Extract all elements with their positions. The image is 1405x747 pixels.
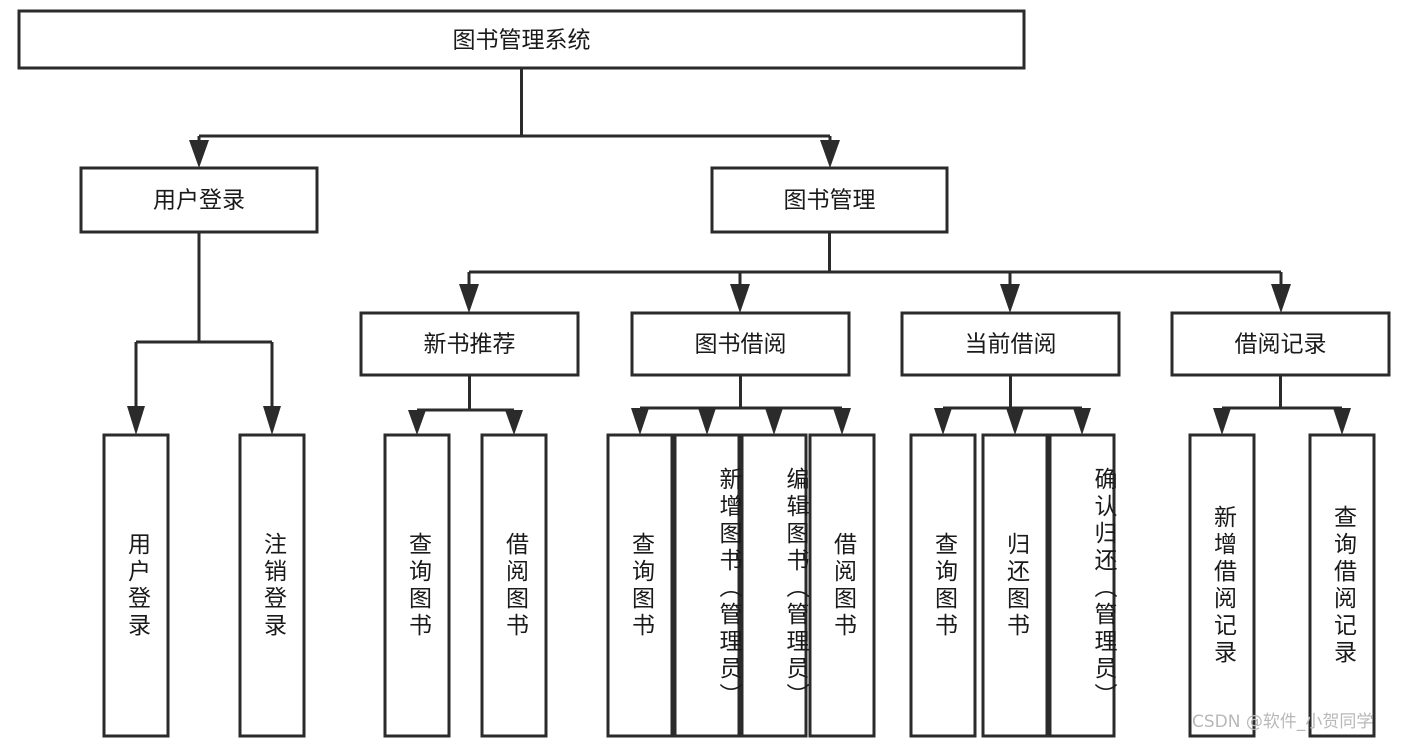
arrow-to-new-book-recommend — [459, 284, 479, 313]
current-borrow-label: 当前借阅 — [965, 332, 1057, 358]
root-box — [17, 9, 1026, 70]
connector-root-to-level2 — [189, 68, 840, 168]
connector-new-book-recommend-to-leaves — [408, 375, 523, 435]
arrow-to-book-management — [820, 140, 840, 168]
arrow-to-leaf-confirm-return — [1073, 408, 1091, 435]
arrow-to-user-login — [189, 140, 209, 168]
connector-book-borrow-to-leaves — [631, 375, 851, 435]
arrow-to-leaf-user-login — [127, 406, 145, 435]
user-login-label: 用户登录 — [153, 188, 245, 214]
arrow-to-leaf-return-book — [1006, 408, 1024, 435]
arrow-to-leaf-query-borrow-record — [1333, 408, 1351, 435]
arrow-to-borrow-record — [1271, 284, 1291, 313]
current-borrow-box — [900, 311, 1121, 377]
leaf-box-user-login[interactable] — [102, 433, 170, 738]
arrow-to-leaf-add-borrow-record — [1213, 408, 1231, 435]
new-book-recommend-label: 新书推荐 — [424, 332, 516, 358]
arrow-to-leaf-borrow-book-1 — [505, 410, 523, 435]
book-management-label: 图书管理 — [784, 188, 876, 214]
arrow-to-leaf-logout — [263, 406, 281, 435]
leaf-box-add-borrow-record[interactable] — [1188, 433, 1256, 738]
connector-borrow-record-to-leaves — [1213, 375, 1351, 435]
node-book-borrow[interactable]: 图书借阅 — [630, 311, 851, 377]
arrow-to-leaf-query-book-3 — [934, 408, 952, 435]
node-new-book-recommend[interactable]: 新书推荐 — [359, 311, 580, 377]
leaf-box-query-book-2[interactable] — [606, 433, 674, 738]
leaf-box-return-book[interactable] — [981, 433, 1049, 738]
leaf-box-query-book-3[interactable] — [909, 433, 977, 738]
leaf-box-borrow-book-2[interactable] — [808, 433, 876, 738]
leaf-boxes — [102, 433, 1376, 738]
arrow-to-leaf-query-book-2 — [631, 408, 649, 435]
leaf-box-query-book-1[interactable] — [383, 433, 451, 738]
connector-book-management-to-level3 — [459, 232, 1291, 313]
arrow-to-leaf-edit-book-admin — [765, 408, 783, 435]
leaf-box-borrow-book-1[interactable] — [480, 433, 548, 738]
connector-user-login-to-leaves — [127, 232, 281, 435]
csdn-watermark: CSDN @软件_小贺同学 — [1192, 712, 1374, 732]
connector-current-borrow-to-leaves — [934, 375, 1091, 435]
arrow-to-book-borrow — [730, 284, 750, 313]
arrow-to-leaf-query-book-1 — [408, 410, 426, 435]
borrow-record-label: 借阅记录 — [1235, 332, 1327, 358]
node-current-borrow[interactable]: 当前借阅 — [900, 311, 1121, 377]
user-login-box — [79, 166, 319, 234]
leaf-box-query-borrow-record[interactable] — [1308, 433, 1376, 738]
node-borrow-record[interactable]: 借阅记录 — [1170, 311, 1391, 377]
leaf-box-add-book-admin[interactable] — [673, 433, 741, 738]
node-root[interactable]: 图书管理系统 — [17, 9, 1026, 70]
root-label: 图书管理系统 — [453, 28, 591, 54]
node-book-management[interactable]: 图书管理 — [710, 166, 949, 234]
book-borrow-label: 图书借阅 — [695, 332, 787, 358]
arrow-to-leaf-borrow-book-2 — [833, 408, 851, 435]
leaf-box-logout[interactable] — [238, 433, 306, 738]
leaf-box-confirm-return[interactable] — [1048, 433, 1116, 738]
new-book-recommend-box — [359, 311, 580, 377]
node-user-login[interactable]: 用户登录 — [79, 166, 319, 234]
arrow-to-leaf-add-book-admin — [698, 408, 716, 435]
arrow-to-current-borrow — [1000, 284, 1020, 313]
leaf-box-edit-book-admin[interactable] — [740, 433, 808, 738]
